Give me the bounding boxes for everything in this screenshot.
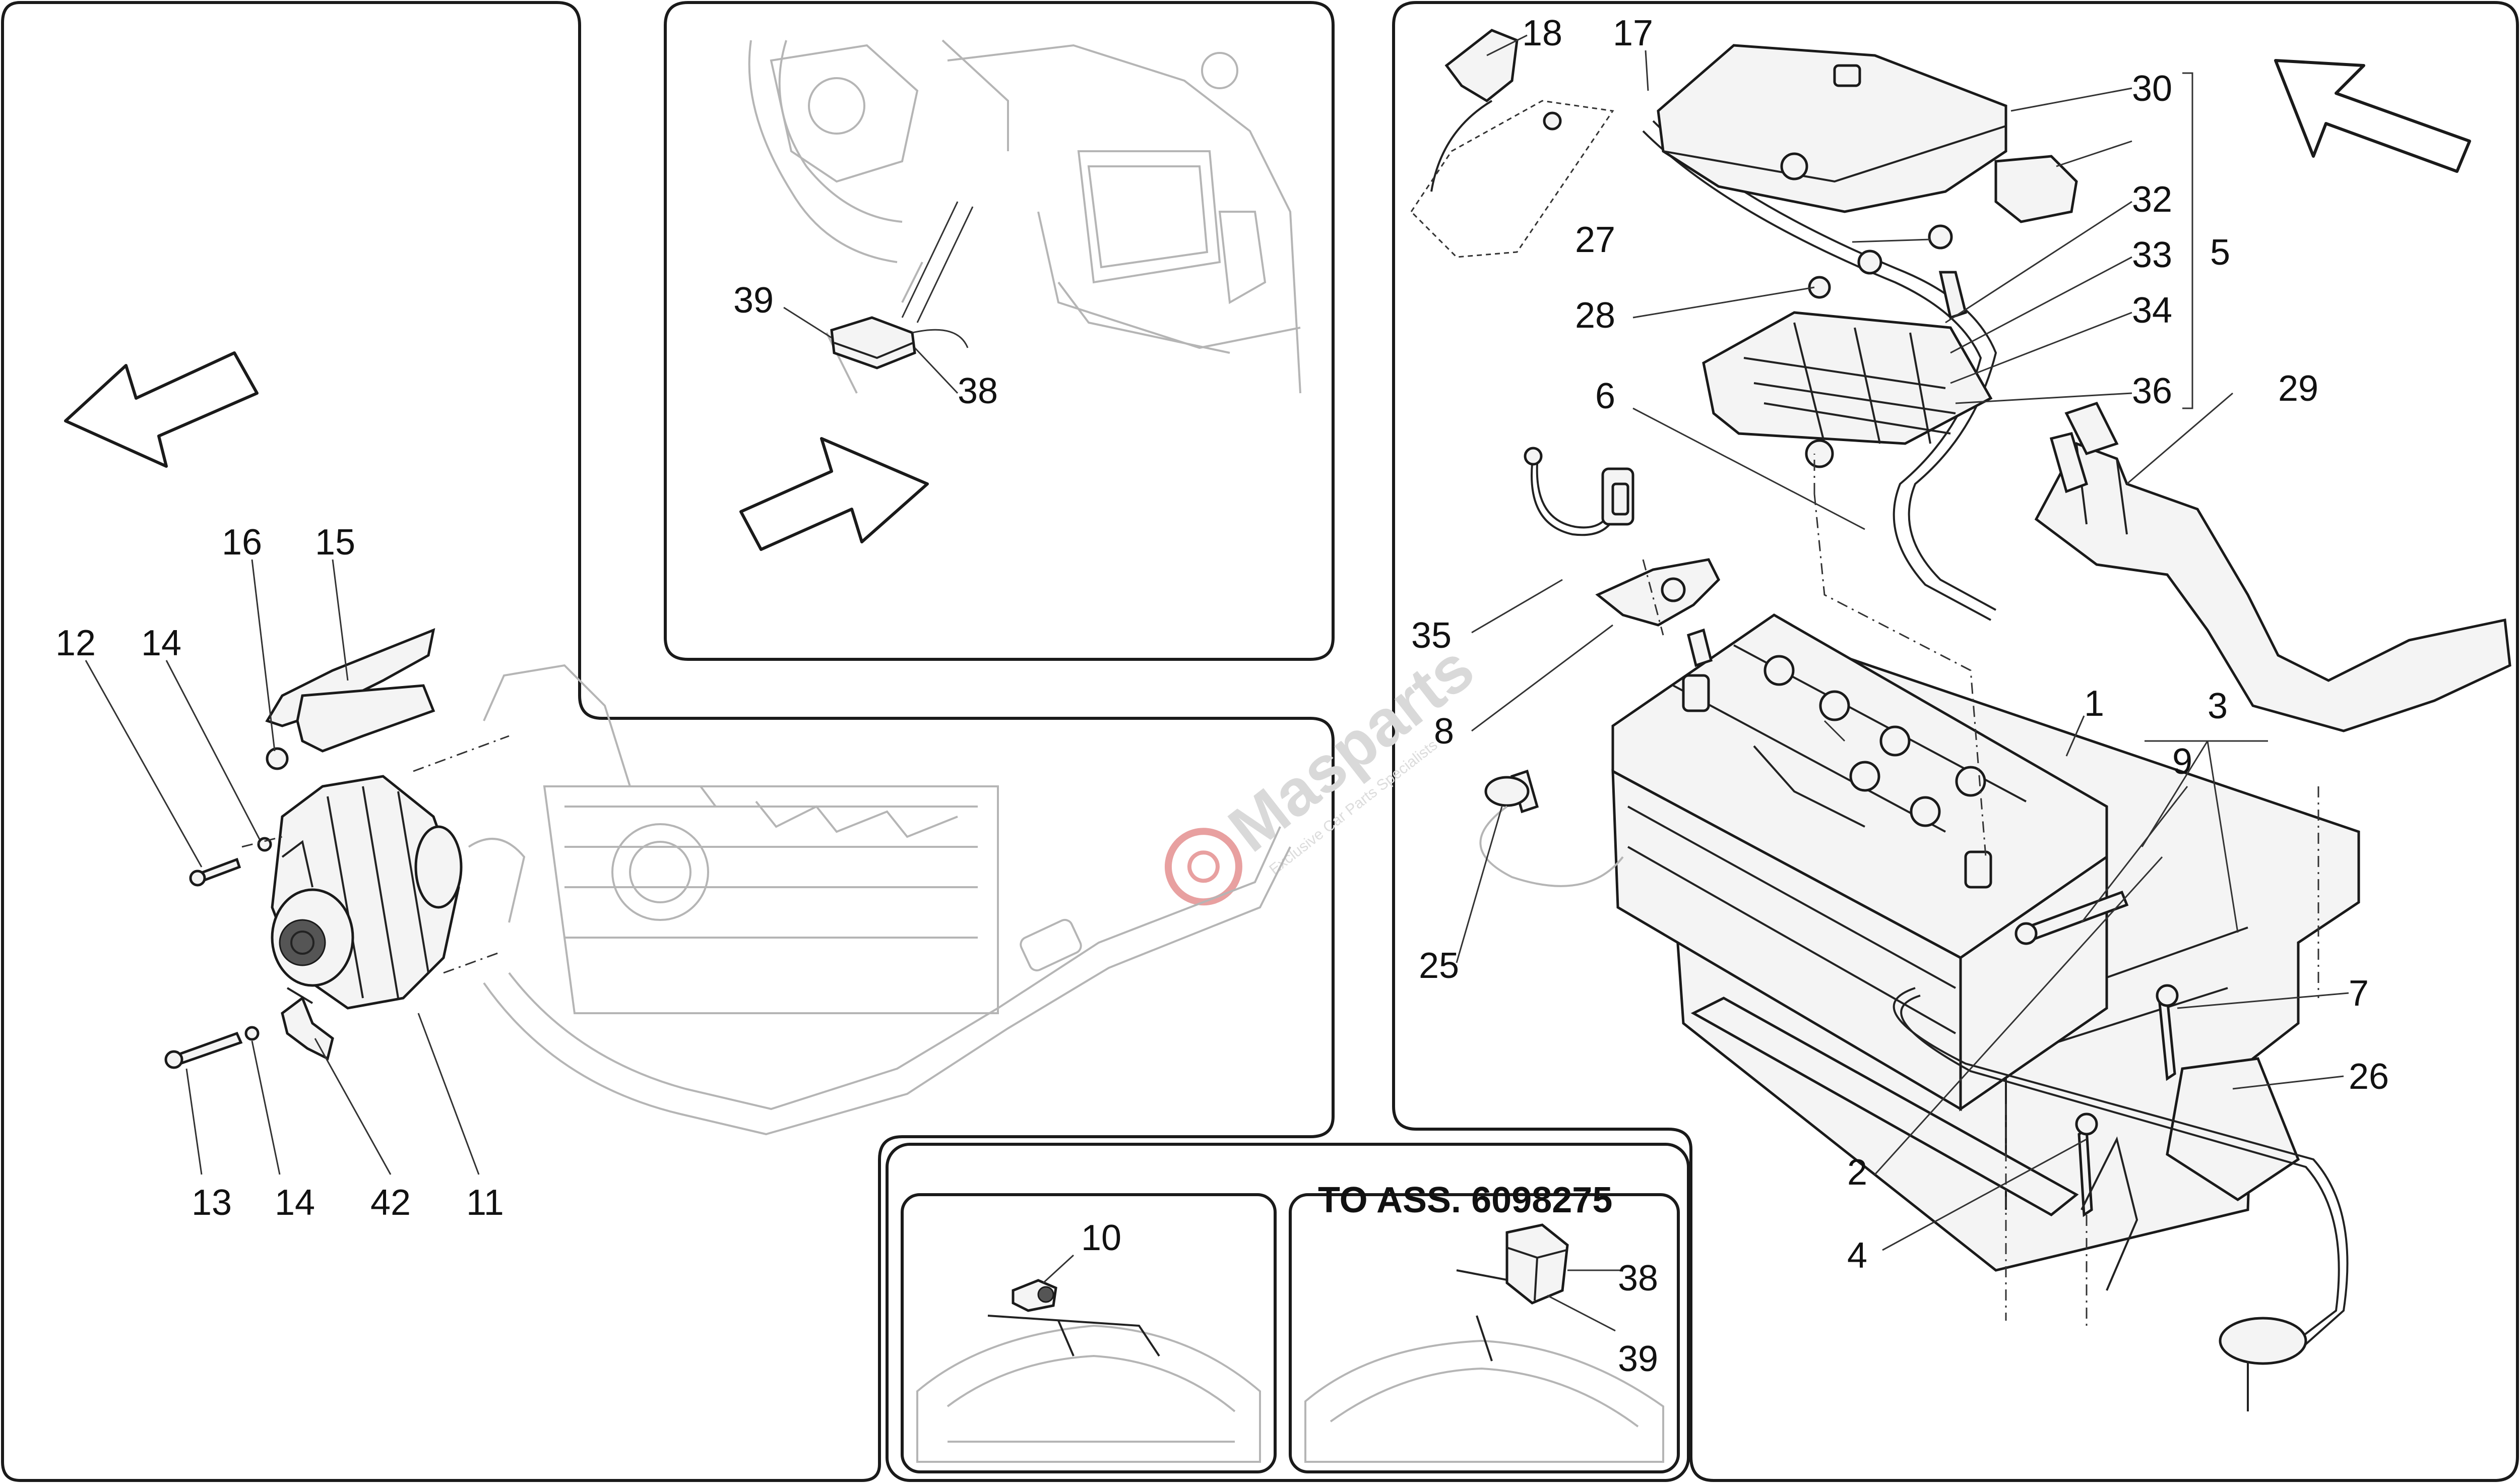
sensor-10 [1012, 1279, 1057, 1312]
direction-arrow-icon [739, 437, 929, 551]
callout-3: 3 [2208, 686, 2228, 726]
alternator-mount-lines [241, 735, 510, 974]
engine-block-drawing [468, 664, 1291, 1136]
battery-bracket-29 [2034, 401, 2511, 732]
callout-4: 4 [1847, 1235, 1867, 1276]
bolt-7 [2156, 984, 2179, 1081]
callout-10: 10 [1081, 1218, 1121, 1258]
leader-lines [85, 34, 2349, 1332]
callout-33: 33 [2132, 235, 2172, 275]
callout-39: 39 [733, 280, 774, 321]
washer-14-lower [244, 1026, 260, 1041]
control-module-39 [830, 316, 916, 369]
callout-38: 38 [1618, 1258, 1658, 1299]
callout-36: 36 [2132, 371, 2172, 411]
battery-cable-17 [1642, 120, 1997, 621]
bolt-12 [189, 857, 241, 887]
callout-28: 28 [1575, 295, 1615, 336]
alternator [271, 775, 463, 1010]
callout-6: 6 [1595, 376, 1615, 416]
clamp-bar-2 [1690, 997, 2079, 1217]
terminal-clamp-8 [1595, 558, 1721, 667]
callout-7: 7 [2349, 973, 2369, 1014]
callout-labels: 12 14 16 15 13 14 42 11 39 38 10 TO ASS.… [55, 13, 2389, 1379]
alternator-bracket-15 [265, 628, 435, 753]
nut-27 [1857, 224, 1953, 275]
fuse-box-28 [1702, 271, 1993, 468]
direction-arrow-icon [2274, 59, 2471, 173]
nut-16 [266, 747, 289, 770]
assembly-reference: TO ASS. 6098275 [1318, 1180, 1612, 1220]
callout-18: 18 [1522, 13, 1562, 53]
trunk-lid-drawing-left [916, 1315, 1261, 1463]
control-module-38 [1505, 1223, 1569, 1305]
callout-26: 26 [2349, 1057, 2389, 1097]
callout-15: 15 [315, 522, 355, 563]
direction-arrow-icon [64, 351, 259, 468]
module-wire [901, 201, 974, 348]
callout-35: 35 [1411, 615, 1452, 656]
callout-1: 1 [2084, 684, 2104, 724]
bracket-42 [281, 996, 334, 1061]
panel-trunk-sensor [901, 1193, 1277, 1473]
callout-12: 12 [55, 623, 96, 663]
vent-tube-25 [1479, 769, 1624, 887]
power-distribution-module-30 [1657, 44, 2007, 213]
assembly-lines [1642, 454, 1815, 636]
callout-13: 13 [192, 1183, 232, 1223]
callout-29: 29 [2278, 368, 2318, 409]
panel-interior-module [664, 1, 1335, 661]
panel-alternator [1, 1, 1335, 1482]
callout-2: 2 [1847, 1152, 1867, 1193]
callout-39: 39 [1618, 1339, 1658, 1379]
terminal-18 [1430, 29, 1562, 192]
bolt-4 [2075, 1113, 2098, 1217]
callout-17: 17 [1613, 13, 1653, 53]
washer-14-upper [257, 837, 272, 852]
callout-9: 9 [2172, 742, 2192, 782]
callout-34: 34 [2132, 290, 2172, 331]
bolt-9 [2014, 890, 2129, 945]
fuse-holder-32 [1994, 155, 2078, 223]
callout-27: 27 [1575, 220, 1615, 260]
callout-32: 32 [2132, 179, 2172, 220]
cable-outline-17 [1410, 100, 1614, 258]
callout-16: 16 [222, 522, 262, 563]
callout-5: 5 [2210, 232, 2230, 273]
callout-25: 25 [1419, 946, 1459, 986]
ground-cable [1893, 987, 2349, 1411]
bracket-26 [2081, 1057, 2300, 1291]
callout-38: 38 [958, 371, 998, 411]
cable-35 [1524, 447, 1634, 536]
callout-11: 11 [466, 1183, 504, 1223]
panel-trunk-module [1289, 1193, 1680, 1473]
callout-42: 42 [370, 1183, 411, 1223]
bolt-13 [164, 1031, 243, 1069]
callout-30: 30 [2132, 69, 2172, 109]
callout-14: 14 [275, 1183, 315, 1223]
callout-8: 8 [1434, 711, 1454, 752]
dashboard-drawing [748, 39, 1301, 394]
callout-14: 14 [141, 623, 181, 663]
